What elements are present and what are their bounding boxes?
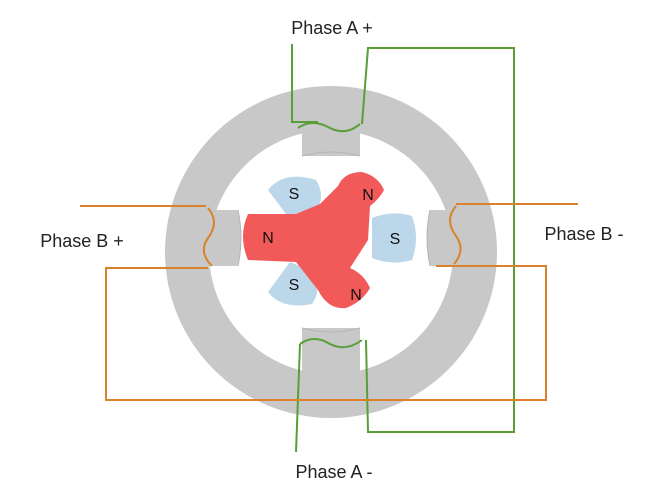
phase-a-return-loop xyxy=(361,47,515,433)
label-phase-b-minus: Phase B - xyxy=(544,224,623,244)
phase-a-bottom-coil xyxy=(299,338,363,349)
phase-a-plus-lead xyxy=(291,44,318,123)
rotor-south-lobes xyxy=(268,176,416,306)
phase-b-right-coil xyxy=(449,205,462,265)
pole-label-s-right: S xyxy=(390,231,401,248)
stator-pole-top xyxy=(302,112,360,156)
phase-a-minus-lead xyxy=(295,343,301,453)
phase-a-top-coil xyxy=(297,122,361,133)
stator-pole-bottom xyxy=(302,328,360,376)
pole-label-n-bottom: N xyxy=(350,287,362,304)
pole-label-s-bottom: S xyxy=(289,277,300,294)
pole-label-n-left: N xyxy=(262,230,274,247)
stator-pole-left xyxy=(198,210,238,266)
pole-label-n-top: N xyxy=(362,187,374,204)
phase-b-return-loop xyxy=(105,265,547,401)
pole-label-s-top: S xyxy=(289,186,300,203)
phase-b-wiring xyxy=(80,203,578,401)
rotor-south-lobe-right xyxy=(372,213,416,263)
phase-a-wiring xyxy=(291,44,515,453)
rotor-north-body xyxy=(243,172,384,309)
rotor-pole-labels: N N N S S S xyxy=(262,186,400,304)
phase-b-left-coil xyxy=(202,207,215,267)
label-phase-a-plus: Phase A + xyxy=(291,18,373,38)
label-phase-b-plus: Phase B + xyxy=(40,231,124,251)
label-phase-a-minus: Phase A - xyxy=(295,462,372,482)
